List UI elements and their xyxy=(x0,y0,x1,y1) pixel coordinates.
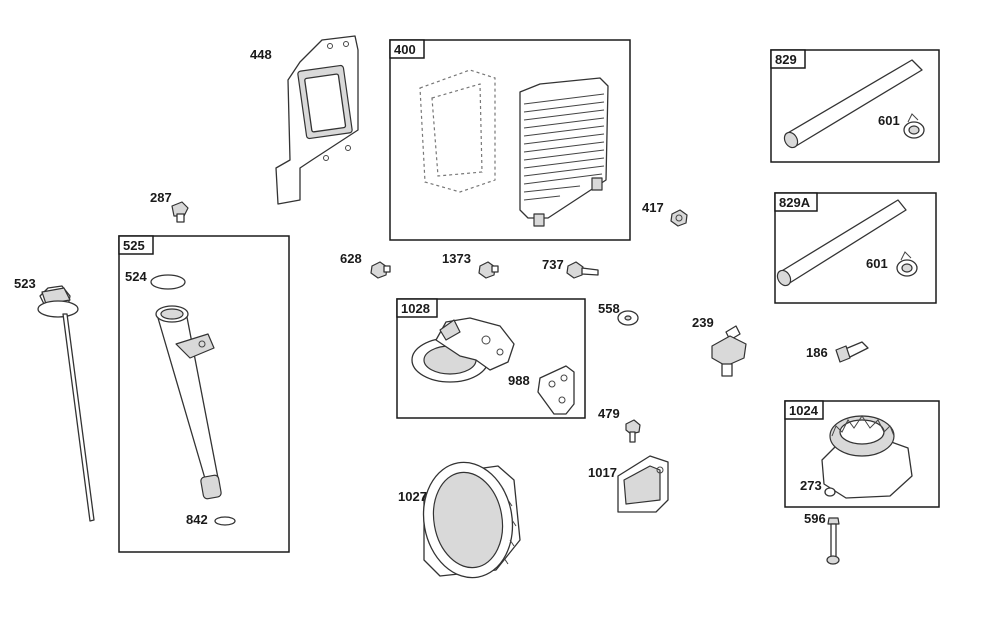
tag-1024 xyxy=(784,400,824,420)
part-601-clamp-b[interactable] xyxy=(896,251,918,277)
part-417-bolt[interactable] xyxy=(670,209,688,227)
part-628-bolt[interactable] xyxy=(370,261,391,279)
part-186-fitting[interactable] xyxy=(835,341,869,363)
part-988-gasket[interactable] xyxy=(537,365,575,415)
label-628: 628 xyxy=(340,251,362,266)
label-524: 524 xyxy=(125,269,147,284)
label-829A: 829A xyxy=(779,195,811,210)
part-1027-oil-filter[interactable] xyxy=(415,455,522,585)
label-448: 448 xyxy=(250,47,272,62)
label-525: 525 xyxy=(123,238,145,253)
part-523-dipstick[interactable] xyxy=(37,285,95,522)
label-479: 479 xyxy=(598,406,620,421)
part-479-screw[interactable] xyxy=(625,419,641,443)
label-287: 287 xyxy=(150,190,172,205)
label-829: 829 xyxy=(775,52,797,67)
label-400: 400 xyxy=(394,42,416,57)
label-558: 558 xyxy=(598,301,620,316)
label-239: 239 xyxy=(692,315,714,330)
part-1017-bracket[interactable] xyxy=(617,455,669,513)
part-273-o-ring[interactable] xyxy=(824,487,836,497)
part-842-o-ring[interactable] xyxy=(214,516,236,526)
part-448-bracket[interactable] xyxy=(275,35,359,205)
label-601-b: 601 xyxy=(866,256,888,271)
label-417: 417 xyxy=(642,200,664,215)
label-842: 842 xyxy=(186,512,208,527)
part-829A-hose[interactable] xyxy=(774,192,937,304)
label-186: 186 xyxy=(806,345,828,360)
part-1028-oil-filter-adapter[interactable] xyxy=(396,298,586,419)
label-1017: 1017 xyxy=(588,465,617,480)
part-1373-bolt[interactable] xyxy=(478,261,499,279)
label-273: 273 xyxy=(800,478,822,493)
tag-829A xyxy=(774,192,818,212)
tag-400 xyxy=(389,39,425,59)
part-287-bolt[interactable] xyxy=(171,201,189,223)
label-1028: 1028 xyxy=(401,301,430,316)
label-1027: 1027 xyxy=(398,489,427,504)
part-829-hose[interactable] xyxy=(770,49,940,163)
part-558-washer[interactable] xyxy=(617,310,639,326)
part-239-pressure-switch[interactable] xyxy=(711,325,747,377)
label-523: 523 xyxy=(14,276,36,291)
label-1373: 1373 xyxy=(442,251,471,266)
part-525-dipstick-tube[interactable] xyxy=(118,235,290,553)
part-601-clamp-a[interactable] xyxy=(903,113,925,139)
tag-829 xyxy=(770,49,806,69)
part-1024-oil-pump[interactable] xyxy=(784,400,940,508)
label-596: 596 xyxy=(804,511,826,526)
label-1024: 1024 xyxy=(789,403,819,418)
label-988: 988 xyxy=(508,373,530,388)
label-601-a: 601 xyxy=(878,113,900,128)
tag-1028 xyxy=(396,298,438,318)
label-737: 737 xyxy=(542,257,564,272)
part-400-oil-cooler[interactable] xyxy=(389,39,631,241)
part-737-bolt[interactable] xyxy=(566,261,599,279)
tag-525 xyxy=(118,235,154,255)
part-596-bolt[interactable] xyxy=(826,517,840,565)
